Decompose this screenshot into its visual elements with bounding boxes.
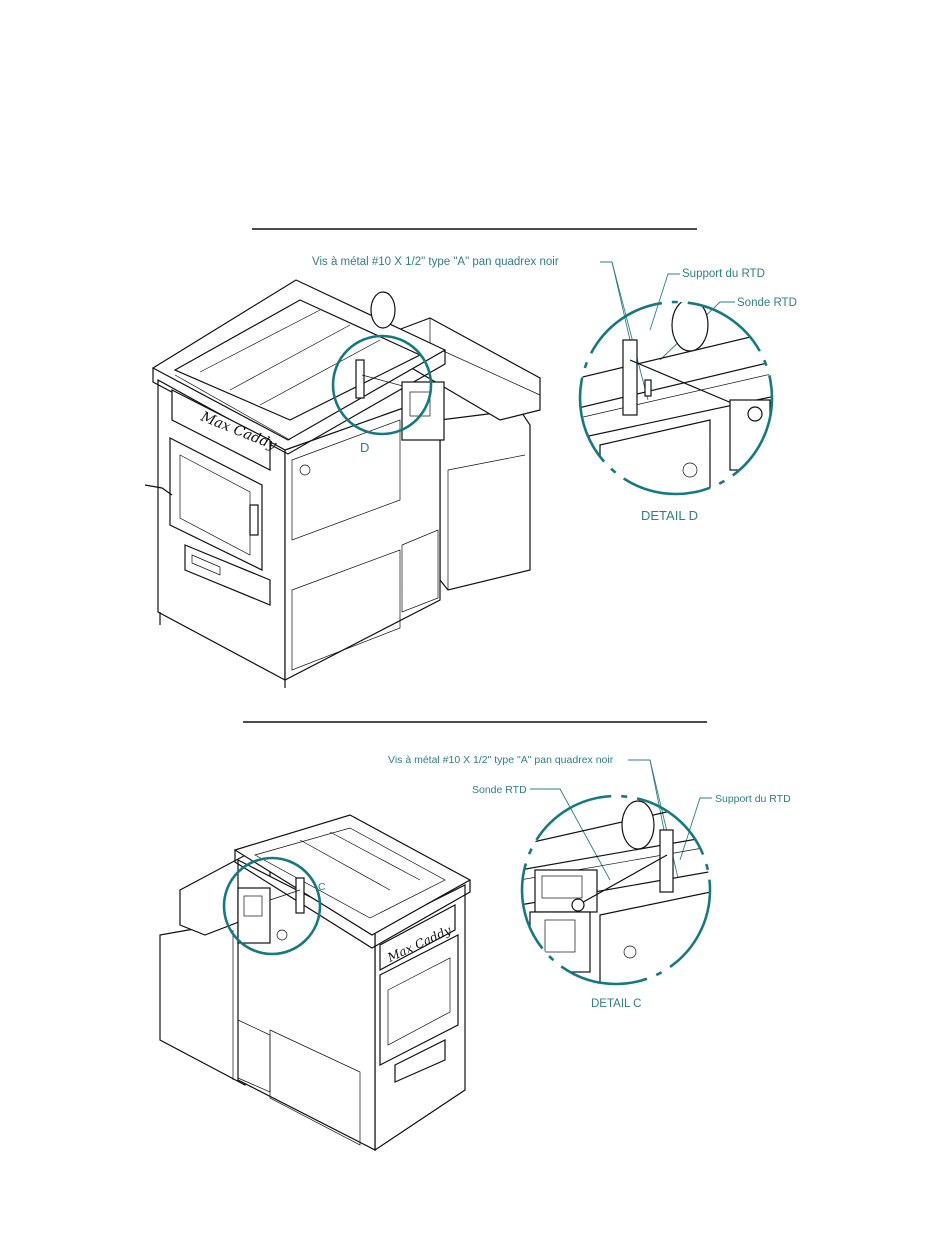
bottom-support-leader [680, 798, 712, 860]
detail-d-caption: DETAIL D [641, 508, 698, 523]
detail-d: DETAIL D [570, 299, 780, 523]
bottom-support-callout: Support du RTD [715, 793, 791, 805]
top-screw-callout: Vis à métal #10 X 1/2" type "A" pan quad… [312, 256, 559, 268]
furnace-bottom-view: Max Caddy C [160, 815, 470, 1150]
bottom-probe-callout: Sonde RTD [472, 784, 527, 796]
detail-c-caption: DETAIL C [591, 998, 641, 1010]
bottom-screw-callout: Vis à métal #10 X 1/2" type "A" pan quad… [388, 754, 614, 766]
furnace-top-view: Max Caddy D [145, 280, 540, 688]
top-probe-callout: Sonde RTD [737, 297, 797, 309]
top-support-callout: Support du RTD [682, 268, 765, 280]
circle-letter-c: C [318, 881, 326, 893]
circle-letter-d: D [360, 440, 369, 455]
